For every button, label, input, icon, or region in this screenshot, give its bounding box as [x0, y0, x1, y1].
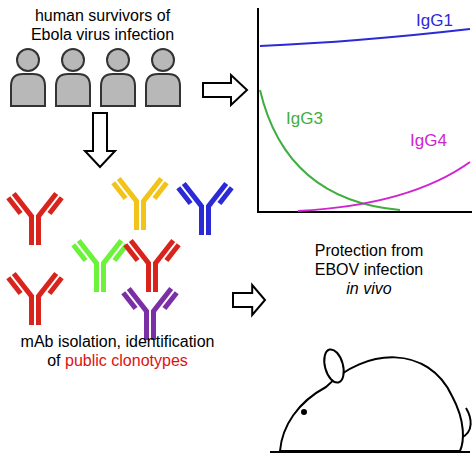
mouse-body: [280, 357, 463, 451]
antibody-icon: [6, 192, 63, 245]
person-icon: [56, 49, 90, 106]
antibody-icon: [176, 182, 233, 235]
person-head: [107, 49, 129, 71]
diagram-group: IgG1IgG3IgG4: [250, 5, 472, 213]
antibody-icon: [123, 239, 180, 292]
antibody-icon: [6, 272, 63, 325]
person-head: [152, 49, 174, 71]
text-group: Protection from EBOV infectionin vivo: [268, 235, 470, 299]
text-group: human survivors of Ebola virus infection: [18, 2, 188, 44]
person-head: [62, 49, 84, 71]
person-head: [17, 49, 39, 71]
diagram-group: Protection from EBOV infectionin vivo: [268, 235, 470, 305]
text-group: IgG1IgG3IgG4: [250, 5, 472, 213]
person-icon: [11, 49, 45, 106]
axis-lines: [258, 8, 472, 212]
series-label: IgG1: [416, 11, 453, 31]
antibody-icons: [6, 177, 233, 340]
block-arrow: [233, 285, 265, 315]
mouse-figure: [270, 347, 471, 452]
chart-axes: [258, 8, 472, 212]
antibody-icon: [121, 287, 178, 340]
series-label: IgG4: [410, 131, 447, 151]
caption-text: Protection from EBOV infection: [299, 241, 439, 279]
person-icon: [146, 49, 180, 106]
mouse-ear: [321, 347, 347, 385]
person-body: [11, 74, 45, 106]
caption-text: public clonotypes: [65, 352, 188, 369]
caption-text: human survivors of Ebola virus infection: [18, 6, 188, 44]
block-arrow: [203, 75, 247, 105]
diagram-group: human survivors of Ebola virus infection: [5, 2, 200, 110]
series-label: IgG3: [286, 109, 323, 129]
text-group: mAb isolation, identification ofpublic c…: [5, 332, 230, 370]
igg1-curve: [260, 29, 470, 46]
antibody-icon: [111, 177, 168, 230]
diagram-group: mAb isolation, identification ofpublic c…: [5, 170, 230, 385]
igg3-curve: [260, 90, 400, 210]
person-body: [56, 74, 90, 106]
mouse-eye: [301, 409, 307, 415]
person-body: [146, 74, 180, 106]
block-arrow: [85, 113, 115, 167]
person-icons: [11, 49, 180, 106]
caption-text: in vivo: [268, 279, 470, 298]
person-icon: [101, 49, 135, 106]
igg4-curve: [298, 162, 470, 211]
antibody-icon: [71, 239, 128, 292]
person-body: [101, 74, 135, 106]
